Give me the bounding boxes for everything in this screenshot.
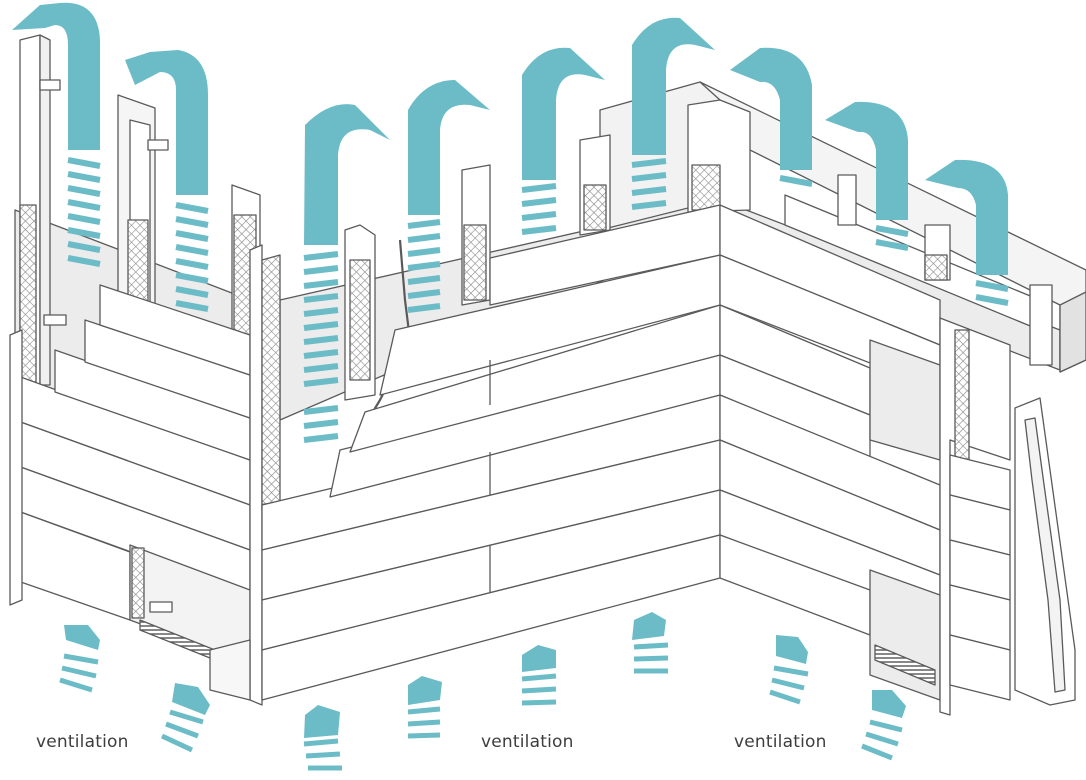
bracket-icon	[148, 140, 168, 150]
insulation-strip-right-b	[925, 255, 947, 280]
ventilation-label-center: ventilation	[481, 732, 574, 752]
post-right-c	[1030, 285, 1052, 365]
inlet-7	[770, 635, 808, 702]
insulation-strip-cutaway	[262, 255, 280, 510]
insulation-strip-bottom	[132, 548, 144, 618]
left-wing	[10, 35, 262, 705]
insulation-strip-center-c	[584, 185, 606, 230]
inlet-1	[60, 625, 100, 690]
inlet-8	[862, 690, 906, 758]
corner-trim-left	[10, 330, 22, 605]
ventilation-label-left: ventilation	[36, 732, 129, 752]
post-right-a	[838, 175, 856, 225]
corner-post-front	[250, 245, 262, 705]
inlet-4	[408, 676, 442, 736]
bracket-icon	[44, 315, 66, 325]
ventilation-label-right: ventilation	[734, 732, 827, 752]
inlet-5	[522, 645, 556, 703]
inlet-3	[304, 705, 342, 768]
insulation-strip-center-d	[692, 165, 720, 210]
insulation-strip-center-a	[350, 260, 370, 380]
stripes-5	[522, 186, 556, 232]
corner-skirt	[210, 640, 250, 700]
top-beam-right-face	[1060, 292, 1086, 372]
insulation-strip-center-b	[464, 225, 486, 300]
bracket-icon	[40, 80, 60, 90]
airflow-arrow-icon	[304, 104, 390, 245]
insulation-strip-right	[955, 330, 969, 460]
inlet-6	[632, 612, 668, 671]
bracket-icon	[150, 602, 172, 612]
inlet-2	[162, 683, 210, 750]
